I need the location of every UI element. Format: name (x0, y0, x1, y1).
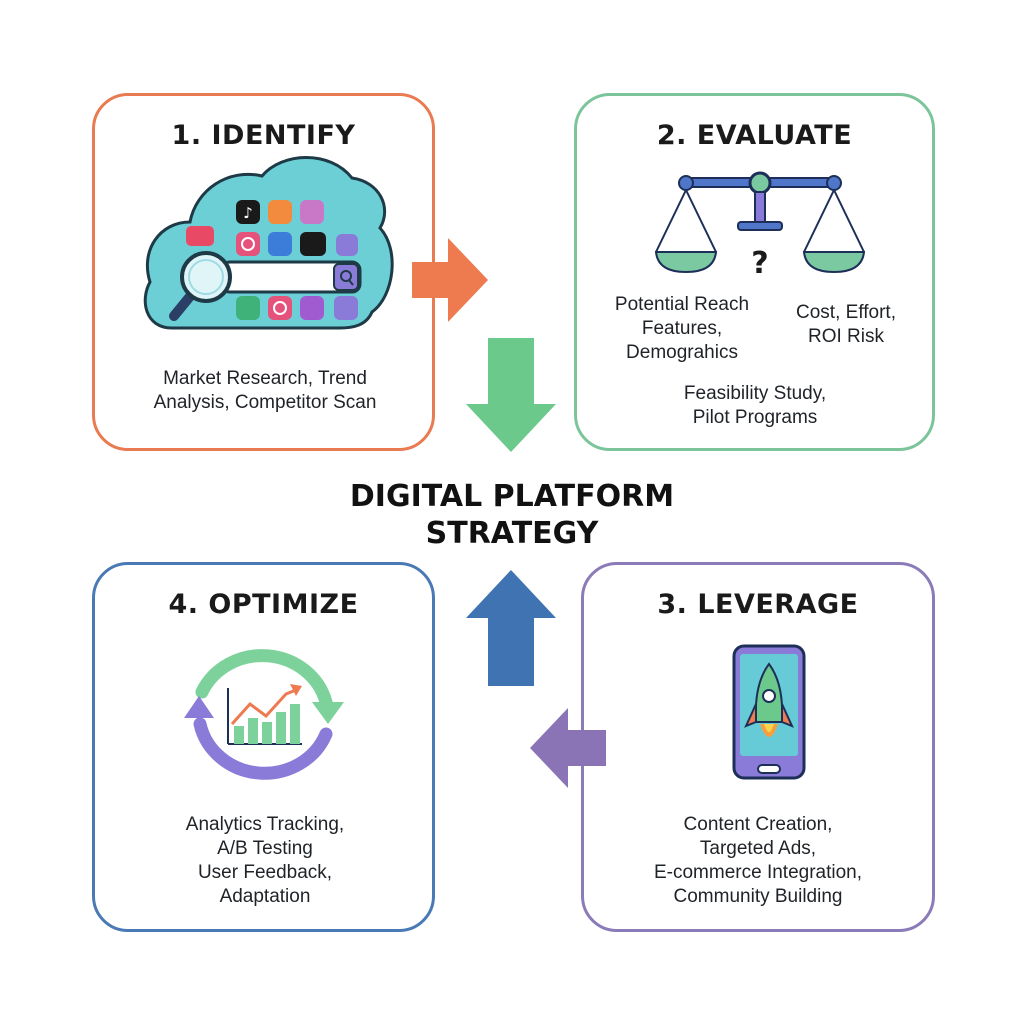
identify-title: 1. IDENTIFY (171, 120, 356, 151)
question-mark: ? (751, 246, 769, 281)
optimize-title: 4. OPTIMIZE (168, 589, 359, 620)
center-title-line1: DIGITAL PLATFORM (349, 479, 675, 514)
leverage-title: 3. LEVERAGE (657, 589, 859, 620)
center-title-line2: STRATEGY (425, 516, 599, 551)
evaluate-description: Feasibility Study, Pilot Programs (683, 383, 827, 428)
evaluate-card: 2. EVALUATE (574, 93, 935, 451)
identify-description: Market Research, Trend Analysis, Competi… (153, 368, 377, 413)
svg-text:♪: ♪ (243, 204, 253, 222)
optimize-card: 4. OPTIMIZE (92, 562, 435, 932)
optimize-description: Analytics Tracking, A/B Testing User Fee… (185, 814, 345, 907)
evaluate-left-label: Potential Reach Features, Demograhics (614, 294, 750, 363)
leverage-description: Content Creation, Targeted Ads, E-commer… (653, 814, 863, 907)
center-title: DIGITAL PLATFORM STRATEGY (312, 478, 712, 552)
arrow-up-icon (466, 570, 556, 686)
arrow-right-icon (412, 238, 488, 322)
arrow-down-icon (466, 338, 556, 452)
evaluate-title: 2. EVALUATE (656, 120, 853, 151)
evaluate-right-label: Cost, Effort, ROI Risk (796, 302, 896, 347)
arrow-left-icon (530, 708, 606, 788)
